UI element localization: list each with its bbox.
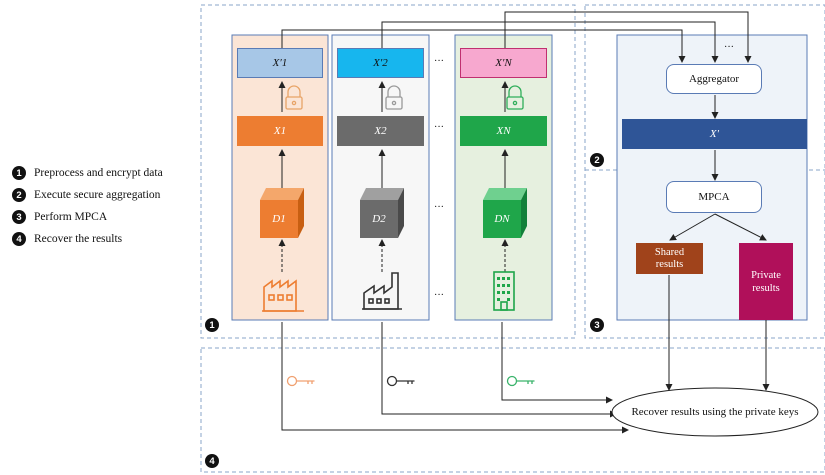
stage-badge-1: 1 [205, 318, 219, 332]
ellipsis: ··· [434, 56, 444, 67]
legend-label: Execute secure aggregation [34, 189, 161, 201]
encrypted-data-2: X′2 [337, 48, 424, 78]
stage23-region [584, 4, 825, 339]
legend-label: Perform MPCA [34, 211, 108, 223]
aggregated-data-bar: X′ [622, 119, 807, 149]
dataset-label-2: D2 [372, 213, 386, 225]
encrypted-data-1: X′1 [237, 48, 323, 78]
ellipsis: ··· [434, 122, 444, 133]
lock-icon [285, 85, 524, 110]
legend-item-1: 1 Preprocess and encrypt data [12, 166, 163, 180]
stage4-region [200, 347, 825, 473]
step-badge: 1 [12, 166, 26, 180]
data-cube-1 [260, 188, 304, 238]
legend-item-3: 3 Perform MPCA [12, 210, 107, 224]
dataset-label-n: DN [494, 213, 510, 225]
key-icon [286, 375, 535, 387]
legend-item-4: 4 Recover the results [12, 232, 122, 246]
raw-data-2: X2 [337, 116, 424, 146]
recover-label: Recover results using the private keys [631, 406, 799, 418]
building-icon [493, 271, 515, 311]
stage-badge-4: 4 [205, 454, 219, 468]
dataset-label-1: D1 [272, 213, 286, 225]
data-cube-2 [360, 188, 404, 238]
data-cube-n [483, 188, 527, 238]
aggregator-box: Aggregator [666, 64, 762, 94]
factory-icon [362, 272, 402, 310]
legend-label: Preprocess and encrypt data [34, 167, 163, 179]
step-badge: 4 [12, 232, 26, 246]
factory-icon [262, 279, 304, 312]
mpca-box: MPCA [666, 181, 762, 213]
ellipsis: ··· [724, 42, 734, 53]
private-results-box: Private results [739, 243, 793, 320]
step-badge: 3 [12, 210, 26, 224]
stage-badge-2: 2 [590, 153, 604, 167]
step-badge: 2 [12, 188, 26, 202]
ellipsis: ··· [434, 290, 444, 301]
legend-item-2: 2 Execute secure aggregation [12, 188, 160, 202]
stage-badge-3: 3 [590, 318, 604, 332]
encrypted-data-n: X′N [460, 48, 547, 78]
raw-data-1: X1 [237, 116, 323, 146]
legend-label: Recover the results [34, 233, 123, 245]
shared-results-box: Shared results [636, 243, 703, 274]
recover-ellipse [611, 387, 819, 437]
ellipsis: ··· [434, 202, 444, 213]
stage1-region [200, 4, 576, 339]
raw-data-n: XN [460, 116, 547, 146]
